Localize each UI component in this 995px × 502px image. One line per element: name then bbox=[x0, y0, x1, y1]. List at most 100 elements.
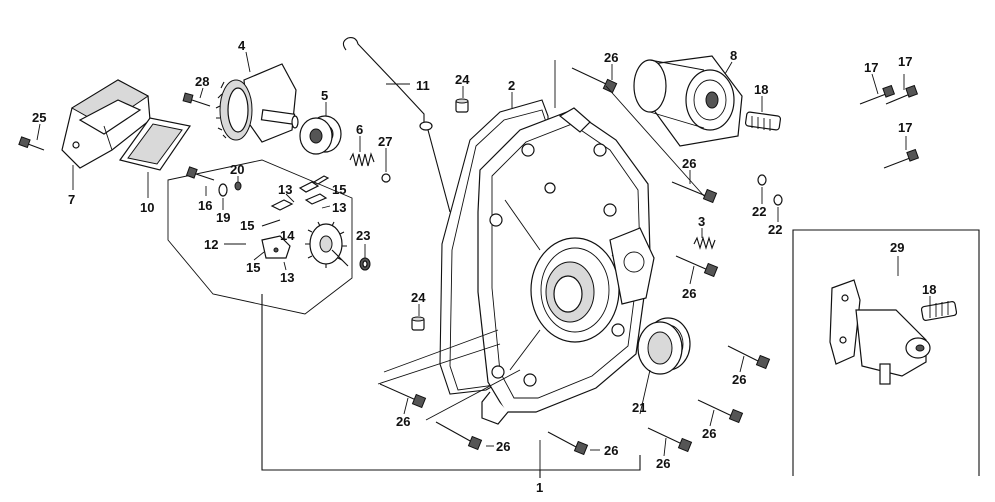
dowel-24b-part bbox=[411, 316, 425, 331]
breather-gasket-part bbox=[118, 117, 192, 171]
bolt-26h-part bbox=[435, 421, 483, 451]
filter-nipple-18a-part bbox=[744, 111, 782, 131]
callout-13a: 13 bbox=[278, 182, 292, 197]
bolt-26g-part bbox=[547, 431, 589, 456]
callout-26b: 26 bbox=[682, 156, 696, 171]
bolt-17a-part bbox=[859, 84, 896, 105]
callout-6: 6 bbox=[356, 122, 363, 137]
leader-28 bbox=[199, 87, 204, 99]
callout-17c: 17 bbox=[898, 120, 912, 135]
projection-line-b bbox=[377, 343, 501, 385]
bolt-26f-part bbox=[647, 427, 693, 453]
leader-4 bbox=[245, 51, 251, 73]
bolt-26e-part bbox=[697, 399, 744, 424]
washer-22a-part bbox=[757, 174, 767, 186]
callout-12: 12 bbox=[204, 237, 218, 252]
callout-26a: 26 bbox=[604, 50, 618, 65]
callout-26i: 26 bbox=[396, 414, 410, 429]
callout-20: 20 bbox=[230, 162, 244, 177]
callout-3: 3 bbox=[698, 214, 705, 229]
ball-27-part bbox=[381, 173, 391, 183]
governor-gear-part bbox=[215, 63, 299, 143]
leader-26e bbox=[709, 409, 715, 427]
projection-line-c bbox=[425, 369, 521, 421]
callout-7: 7 bbox=[68, 192, 75, 207]
washer-20-part bbox=[234, 181, 242, 191]
callout-10: 10 bbox=[140, 200, 154, 215]
callout-13b: 13 bbox=[332, 200, 346, 215]
bolt-28-part bbox=[182, 92, 211, 107]
callout-14: 14 bbox=[280, 228, 295, 243]
callout-13c: 13 bbox=[280, 270, 294, 285]
callout-17b: 17 bbox=[898, 54, 912, 69]
oil-filter-part bbox=[633, 55, 743, 147]
washer-22b-part bbox=[773, 194, 783, 206]
leader-13b bbox=[321, 205, 331, 209]
leader-17a bbox=[871, 73, 879, 95]
callout-22b: 22 bbox=[768, 222, 782, 237]
bolt-26c-part bbox=[675, 255, 719, 278]
bolt-26d-part bbox=[727, 345, 771, 370]
callout-15c: 15 bbox=[246, 260, 260, 275]
breather-cover-part bbox=[61, 79, 151, 169]
leader-8 bbox=[724, 61, 733, 75]
pump-pin-15a-part bbox=[261, 219, 281, 227]
bolt-26i-part bbox=[379, 383, 427, 409]
callout-15a: 15 bbox=[332, 182, 346, 197]
leader-26d bbox=[739, 355, 745, 373]
relief-spring-part bbox=[693, 236, 716, 250]
callout-2: 2 bbox=[508, 78, 515, 93]
pump-body-part bbox=[261, 235, 291, 259]
pump-rotor-14-part bbox=[305, 221, 349, 268]
dipstick-part bbox=[342, 37, 451, 213]
bolt-16-part bbox=[185, 166, 215, 181]
callout-22a: 22 bbox=[752, 204, 766, 219]
oil-filter-base-inset-frame bbox=[792, 229, 980, 476]
callout-16: 16 bbox=[198, 198, 212, 213]
callout-24a: 24 bbox=[455, 72, 470, 87]
callout-26d: 26 bbox=[732, 372, 746, 387]
projection-line-d bbox=[605, 85, 705, 197]
callout-23: 23 bbox=[356, 228, 370, 243]
oil-pump-group-frame bbox=[167, 159, 353, 315]
callout-25: 25 bbox=[32, 110, 46, 125]
collar-5-part bbox=[299, 115, 342, 155]
callout-21: 21 bbox=[632, 400, 646, 415]
crankcase-cover-part bbox=[477, 107, 655, 425]
leader-26f bbox=[663, 437, 667, 457]
callout-17a: 17 bbox=[864, 60, 878, 75]
leader-21 bbox=[639, 369, 651, 415]
callout-8: 8 bbox=[730, 48, 737, 63]
leader-13c bbox=[283, 261, 287, 271]
bolt-26b-part bbox=[671, 181, 718, 204]
leader-26i bbox=[403, 397, 409, 415]
projection-line-a bbox=[383, 329, 499, 373]
bolt-17b-part bbox=[885, 84, 919, 105]
callout-18b: 18 bbox=[922, 282, 936, 297]
callout-24b: 24 bbox=[411, 290, 426, 305]
crankcase-cover-group-bracket bbox=[261, 294, 641, 471]
oil-seal-part bbox=[637, 317, 691, 375]
callout-1: 1 bbox=[536, 480, 543, 495]
callout-15b: 15 bbox=[240, 218, 254, 233]
bolt-17c-part bbox=[883, 148, 920, 169]
callout-5: 5 bbox=[321, 88, 328, 103]
callout-28: 28 bbox=[195, 74, 209, 89]
callout-26c: 26 bbox=[682, 286, 696, 301]
callout-4: 4 bbox=[238, 38, 246, 53]
dowel-24a-part bbox=[455, 98, 469, 113]
filter-nipple-18b-part bbox=[920, 301, 958, 321]
bolt-25-part bbox=[18, 136, 45, 151]
pump-clips-13a-part bbox=[270, 175, 330, 211]
callout-29: 29 bbox=[890, 240, 904, 255]
spring-6-part bbox=[349, 152, 375, 167]
leader-26c bbox=[689, 265, 695, 285]
callout-26h: 26 bbox=[496, 439, 510, 454]
callout-18a: 18 bbox=[754, 82, 768, 97]
callout-26f: 26 bbox=[656, 456, 670, 471]
washer-19-part bbox=[218, 183, 228, 197]
oil-filter-base-part bbox=[829, 279, 931, 385]
leader-13a bbox=[285, 193, 295, 203]
callout-26g: 26 bbox=[604, 443, 618, 458]
